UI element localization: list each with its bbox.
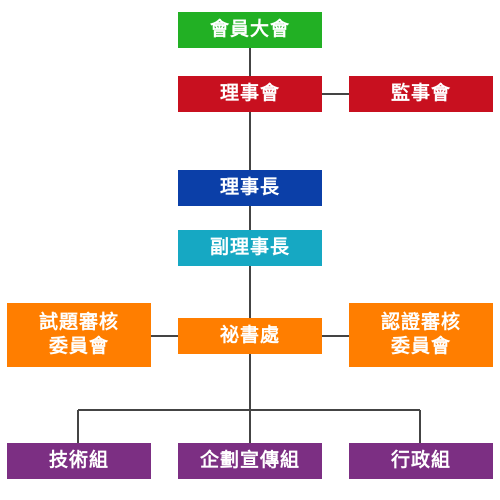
node-board-of-supervisors: 監事會 xyxy=(349,76,493,112)
node-planning-promotion-group-label: 企劃宣傳組 xyxy=(199,449,300,472)
node-vice-chairman-label: 副理事長 xyxy=(209,236,290,259)
node-members-assembly-label: 會員大會 xyxy=(209,18,290,41)
node-secretariat-label: 祕書處 xyxy=(219,324,280,347)
node-board-of-directors-label: 理事會 xyxy=(219,82,280,105)
node-chairman-label: 理事長 xyxy=(219,176,280,199)
node-exam-review-committee: 試題審核 委員會 xyxy=(7,303,151,367)
node-certification-review-committee: 認證審核 委員會 xyxy=(349,303,493,367)
node-technical-group: 技術組 xyxy=(7,443,151,479)
node-exam-review-committee-label: 試題審核 委員會 xyxy=(38,311,119,357)
node-members-assembly: 會員大會 xyxy=(178,12,322,48)
node-board-of-directors: 理事會 xyxy=(178,76,322,112)
node-certification-review-committee-label: 認證審核 委員會 xyxy=(380,311,461,357)
node-technical-group-label: 技術組 xyxy=(48,449,109,472)
node-secretariat: 祕書處 xyxy=(178,318,322,354)
node-planning-promotion-group: 企劃宣傳組 xyxy=(178,443,322,479)
node-administration-group: 行政組 xyxy=(349,443,493,479)
node-chairman: 理事長 xyxy=(178,170,322,206)
node-administration-group-label: 行政組 xyxy=(390,449,451,472)
node-board-of-supervisors-label: 監事會 xyxy=(390,82,451,105)
node-vice-chairman: 副理事長 xyxy=(178,230,322,266)
